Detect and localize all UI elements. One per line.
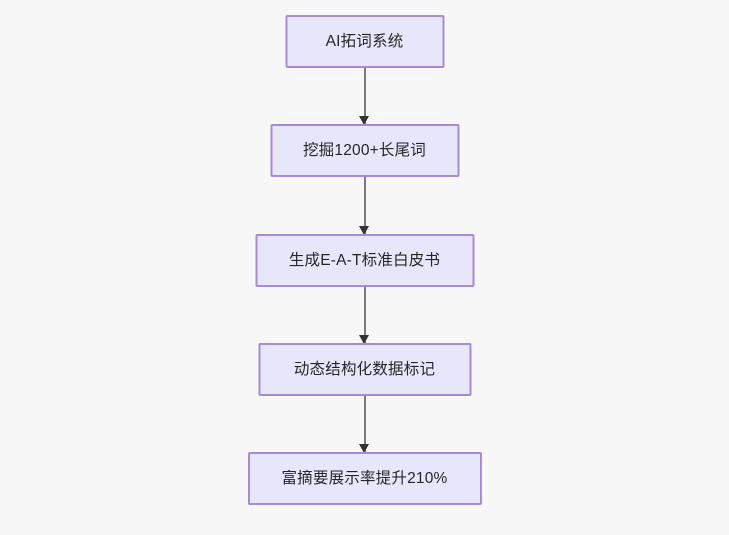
- flowchart-node-ai-keyword-system[interactable]: AI拓词系统: [285, 15, 444, 68]
- arrow-down-icon: [359, 226, 369, 235]
- flowchart-connector-3: [359, 287, 369, 344]
- flowchart-connector-4: [359, 396, 369, 453]
- arrow-down-icon: [359, 116, 369, 125]
- flowchart-node-label: 富摘要展示率提升210%: [281, 469, 448, 487]
- arrow-down-icon: [359, 335, 369, 344]
- flowchart-node-label: 挖掘1200+长尾词: [302, 141, 427, 159]
- flowchart-node-dynamic-structured-data-markup[interactable]: 动态结构化数据标记: [258, 343, 471, 396]
- flowchart-node-label: 生成E-A-T标准白皮书: [288, 251, 441, 269]
- flowchart-node-generate-eat-whitepaper[interactable]: 生成E-A-T标准白皮书: [255, 234, 474, 287]
- flowchart-connector-2: [359, 177, 369, 235]
- flowchart-node-label: 动态结构化数据标记: [293, 360, 436, 378]
- flowchart-node-label: AI拓词系统: [325, 32, 404, 50]
- arrow-down-icon: [359, 444, 369, 453]
- flowchart-node-rich-snippet-impression-uplift[interactable]: 富摘要展示率提升210%: [247, 452, 482, 505]
- flowchart-node-mine-longtail-keywords[interactable]: 挖掘1200+长尾词: [270, 124, 459, 177]
- flowchart-connector-1: [359, 68, 369, 125]
